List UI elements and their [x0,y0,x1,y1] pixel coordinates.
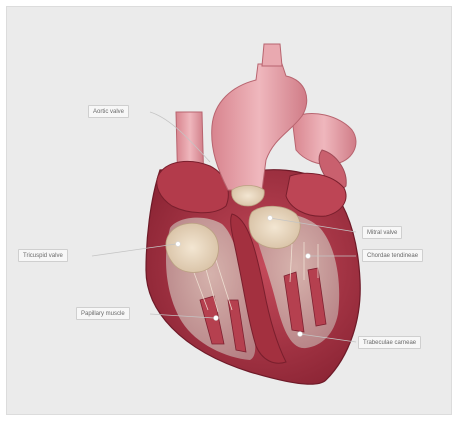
aortic-arch-branch [262,44,282,66]
label-mitral-valve[interactable]: Mitral valve [362,226,402,239]
label-chordae-tendineae[interactable]: Chordae tendineae [362,249,423,262]
pin-tricuspid-valve[interactable] [176,242,181,247]
label-tricuspid-valve[interactable]: Tricuspid valve [18,249,68,262]
pin-mitral-valve[interactable] [268,216,273,221]
label-trabeculae-carneae[interactable]: Trabeculae carneae [358,336,421,349]
pin-papillary-muscle[interactable] [214,316,219,321]
label-aortic-valve[interactable]: Aortic valve [88,105,129,118]
pin-trabeculae-carneae[interactable] [298,332,303,337]
pin-chordae-tendineae[interactable] [306,254,311,259]
label-papillary-muscle[interactable]: Papillary muscle [76,307,130,320]
